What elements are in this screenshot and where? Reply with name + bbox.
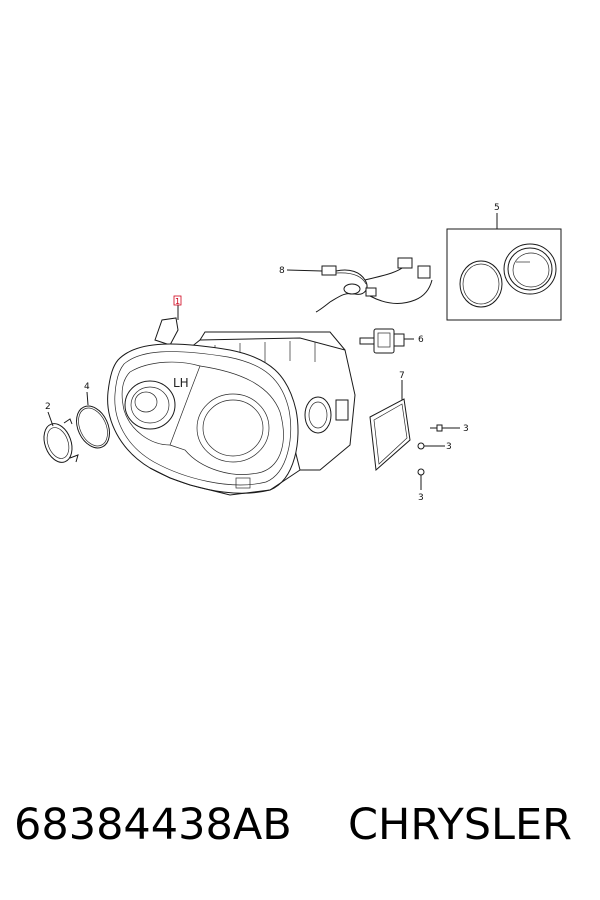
footer: 68384438AB CHRYSLER — [0, 800, 600, 860]
inset-box-rings — [446, 213, 562, 321]
callout-3-bottom: 3 — [418, 493, 424, 503]
callout-6: 6 — [418, 335, 424, 345]
screws — [417, 424, 460, 490]
callout-8: 8 — [279, 266, 285, 276]
mounting-plate — [369, 380, 411, 472]
brand-name: CHRYSLER — [348, 800, 573, 850]
lamp-marking-lh: LH — [173, 376, 189, 390]
bezel-ring — [43, 411, 79, 463]
callout-1: 1 — [175, 297, 180, 306]
callout-3-top: 3 — [463, 424, 469, 434]
bulb-socket — [359, 328, 414, 354]
callout-2: 2 — [45, 402, 51, 412]
part-number: 68384438AB — [14, 800, 292, 850]
callout-7: 7 — [399, 371, 405, 381]
callout-4: 4 — [84, 382, 90, 392]
callout-5: 5 — [494, 203, 500, 213]
wiring-harness — [286, 257, 433, 313]
headlamp-assembly — [107, 305, 356, 496]
callout-3-mid: 3 — [446, 442, 452, 452]
callout-1-highlight-box — [173, 295, 182, 306]
gasket-ring — [76, 391, 110, 449]
